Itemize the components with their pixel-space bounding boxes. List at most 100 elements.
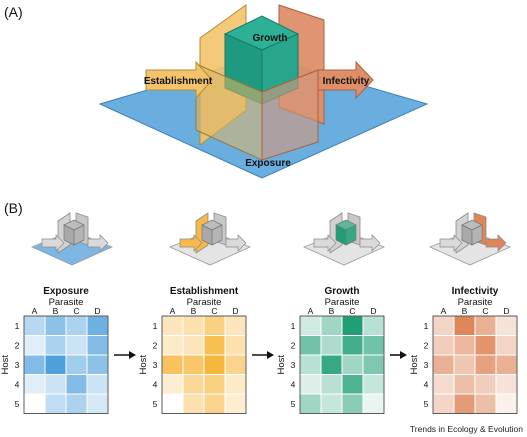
exposure-icon-cube-right — [73, 224, 85, 246]
panel-a-diagram: Growth Establishment Infectivity Exposur… — [98, 4, 429, 179]
growth-matrix-border — [299, 315, 385, 414]
establishment-icon — [168, 212, 252, 266]
infectivity-icon — [428, 212, 512, 266]
matrix-cell — [432, 374, 455, 395]
matrix-cell — [203, 315, 226, 336]
row-label: 4 — [291, 379, 296, 389]
growth-icon-left-arrow — [313, 234, 337, 252]
matrix-cell — [86, 335, 109, 356]
matrix-cell — [86, 374, 109, 395]
infectivity-parasite-label: Parasite — [458, 297, 493, 308]
infectivity-icon-cube-right — [471, 224, 483, 246]
column-label: D — [232, 306, 238, 316]
row-label: 2 — [291, 340, 296, 350]
establishment-icon-cube-right — [211, 224, 223, 246]
matrix-cell — [495, 374, 518, 395]
infectivity-pane — [261, 69, 319, 161]
matrix-cell — [320, 335, 343, 356]
matrix-cell — [23, 393, 46, 414]
matrix-cell — [320, 393, 343, 414]
matrix-cell — [65, 335, 88, 356]
panel-a-label: (A) — [4, 4, 23, 20]
matrix-cell — [341, 315, 364, 336]
matrix-cell — [161, 335, 184, 356]
column-label: C — [349, 306, 355, 316]
exposure-parasite-label: Parasite — [49, 297, 84, 308]
matrix-cell — [65, 354, 88, 375]
establishment-icon-left-arrow — [179, 234, 203, 252]
column-label: A — [170, 306, 176, 316]
column-label: B — [462, 306, 468, 316]
establishment-matrix-border — [161, 315, 247, 414]
infectivity-arrow — [317, 60, 374, 100]
row-label: 1 — [291, 321, 296, 331]
establishment-arrow — [145, 60, 213, 100]
row-label: 4 — [15, 379, 20, 389]
matrix-cell — [224, 315, 247, 336]
matrix-cell — [474, 315, 497, 336]
matrix-cell — [65, 374, 88, 395]
matrix-cell — [341, 335, 364, 356]
matrix-cell — [44, 354, 67, 375]
matrix-cell — [362, 315, 385, 336]
row-label: 4 — [424, 379, 429, 389]
matrix-cell — [224, 335, 247, 356]
stage-icons — [30, 212, 512, 266]
row-label: 4 — [153, 379, 158, 389]
infectivity-icon-left-arrow — [439, 234, 463, 252]
matrix-cell — [474, 335, 497, 356]
matrix-cell — [182, 374, 205, 395]
matrix-cell — [65, 393, 88, 414]
infectivity-matrix-border — [432, 315, 518, 414]
exposure-matrix-border — [23, 315, 109, 414]
matrix-cell — [362, 335, 385, 356]
matrix-cell — [362, 354, 385, 375]
infectivity-title: Infectivity — [452, 286, 499, 297]
infectivity-host-label: Host — [409, 355, 420, 375]
matrix-cell — [432, 393, 455, 414]
exposure-title: Exposure — [43, 286, 89, 297]
matrix-cell — [299, 354, 322, 375]
infectivity-icon-right-arrow — [485, 234, 507, 252]
matrix-cell — [161, 315, 184, 336]
matrix-cell — [44, 315, 67, 336]
stage-arrows — [114, 351, 407, 359]
matrix-cell — [341, 393, 364, 414]
matrix-cell — [341, 374, 364, 395]
matrix-cell — [182, 393, 205, 414]
exposure-host-label: Host — [0, 355, 11, 375]
matrix-cell — [453, 374, 476, 395]
exposure-label: Exposure — [245, 158, 291, 169]
growth-icon-cube-right — [345, 224, 357, 246]
matrix-cell — [299, 374, 322, 395]
growth-host-label: Host — [276, 355, 287, 375]
matrix-cell — [299, 315, 322, 336]
matrix-cell — [23, 374, 46, 395]
row-label: 3 — [15, 360, 20, 370]
growth-parasite-label: Parasite — [325, 297, 360, 308]
matrix-cell — [161, 393, 184, 414]
column-label: C — [73, 306, 79, 316]
matrix-cell — [495, 393, 518, 414]
matrix-cell — [44, 335, 67, 356]
matrix-cell — [320, 354, 343, 375]
row-label: 1 — [153, 321, 158, 331]
column-label: D — [503, 306, 509, 316]
establishment-icon-right-arrow — [225, 234, 247, 252]
matrix-cell — [224, 393, 247, 414]
establishment-label: Establishment — [144, 76, 213, 87]
exposure-icon — [30, 212, 114, 266]
row-label: 2 — [424, 340, 429, 350]
column-label: A — [441, 306, 447, 316]
matrix-cell — [453, 393, 476, 414]
matrix-cell — [453, 354, 476, 375]
matrix-cell — [182, 354, 205, 375]
matrix-cell — [203, 393, 226, 414]
column-label: B — [329, 306, 335, 316]
establishment-parasite-label: Parasite — [187, 297, 222, 308]
row-label: 3 — [424, 360, 429, 370]
column-label: B — [53, 306, 59, 316]
matrix-cell — [299, 393, 322, 414]
